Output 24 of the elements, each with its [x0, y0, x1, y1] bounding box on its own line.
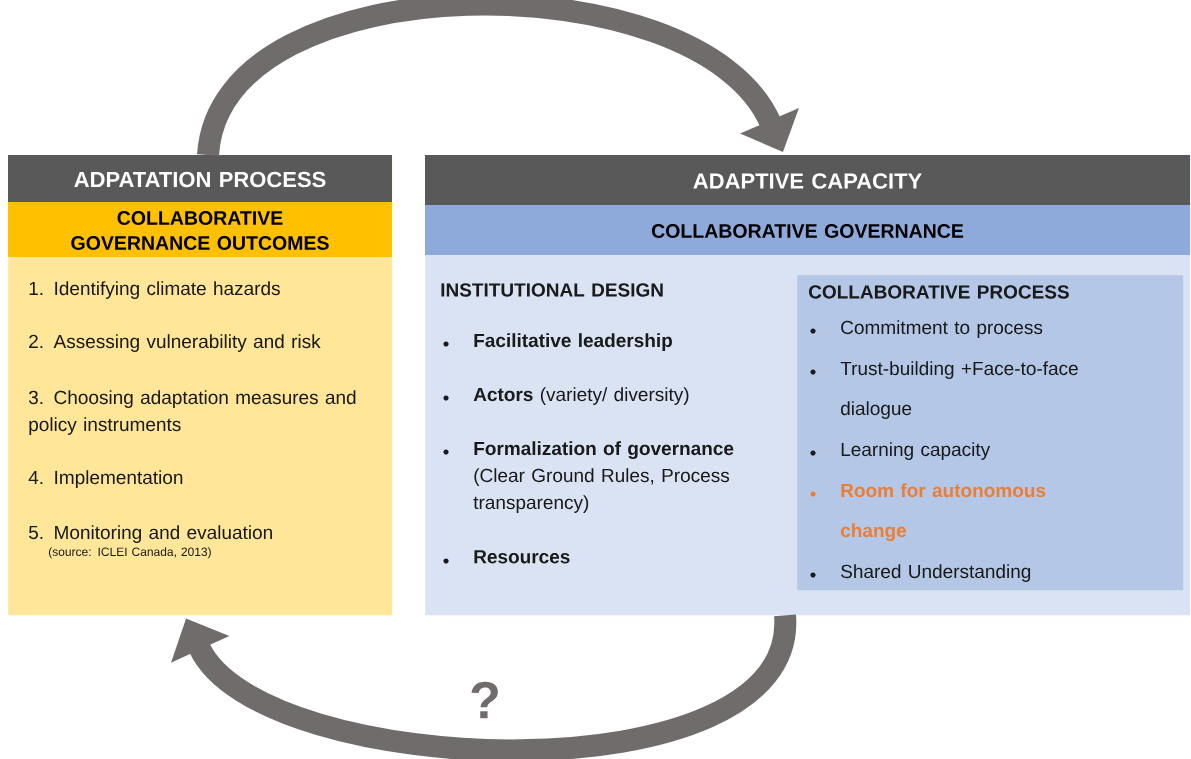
- bullet-item: Learning capacity: [810, 442, 991, 460]
- bullet-item: Shared Understanding: [810, 564, 1031, 582]
- header-bar: COLLABORATIVE GOVERNANCE OUTCOMES: [8, 202, 392, 257]
- source-note: (source: ICLEI Canada, 2013): [48, 547, 211, 559]
- bullet-item: Formalization of governance (Clear Ground Rules, Process transparency): [443, 441, 734, 513]
- section-heading: INSTITUTIONAL DESIGN: [441, 283, 663, 297]
- bullet-item: Resources: [443, 550, 570, 564]
- edge-label: ?: [471, 681, 498, 719]
- section-heading: COLLABORATIVE PROCESS: [809, 285, 1069, 299]
- header-bar: ADPATATION PROCESS: [8, 155, 392, 202]
- list-item: 2. Assessing vulnerability and risk: [29, 334, 321, 352]
- list-item: 3. Choosing adaptation measures and policy instruments: [28, 390, 356, 435]
- list-item: 4. Implementation: [28, 470, 183, 488]
- bullet-item: Actors (variety/ diversity): [443, 387, 689, 405]
- curved-arrow: [197, 0, 799, 158]
- list-item: 5. Monitoring and evaluation: [28, 525, 272, 543]
- header-bar: COLLABORATIVE GOVERNANCE: [425, 205, 1190, 255]
- header-bar: ADAPTIVE CAPACITY: [425, 155, 1190, 205]
- list-item: 1. Identifying climate hazards: [29, 281, 280, 299]
- curved-arrow: [171, 613, 796, 759]
- bullet-item: Room for autonomous change: [810, 483, 1046, 541]
- bullet-item: Commitment to process: [810, 320, 1043, 338]
- bullet-item: Facilitative leadership: [443, 333, 672, 351]
- bullet-item: Trust-building +Face-to-face dialogue: [810, 361, 1078, 419]
